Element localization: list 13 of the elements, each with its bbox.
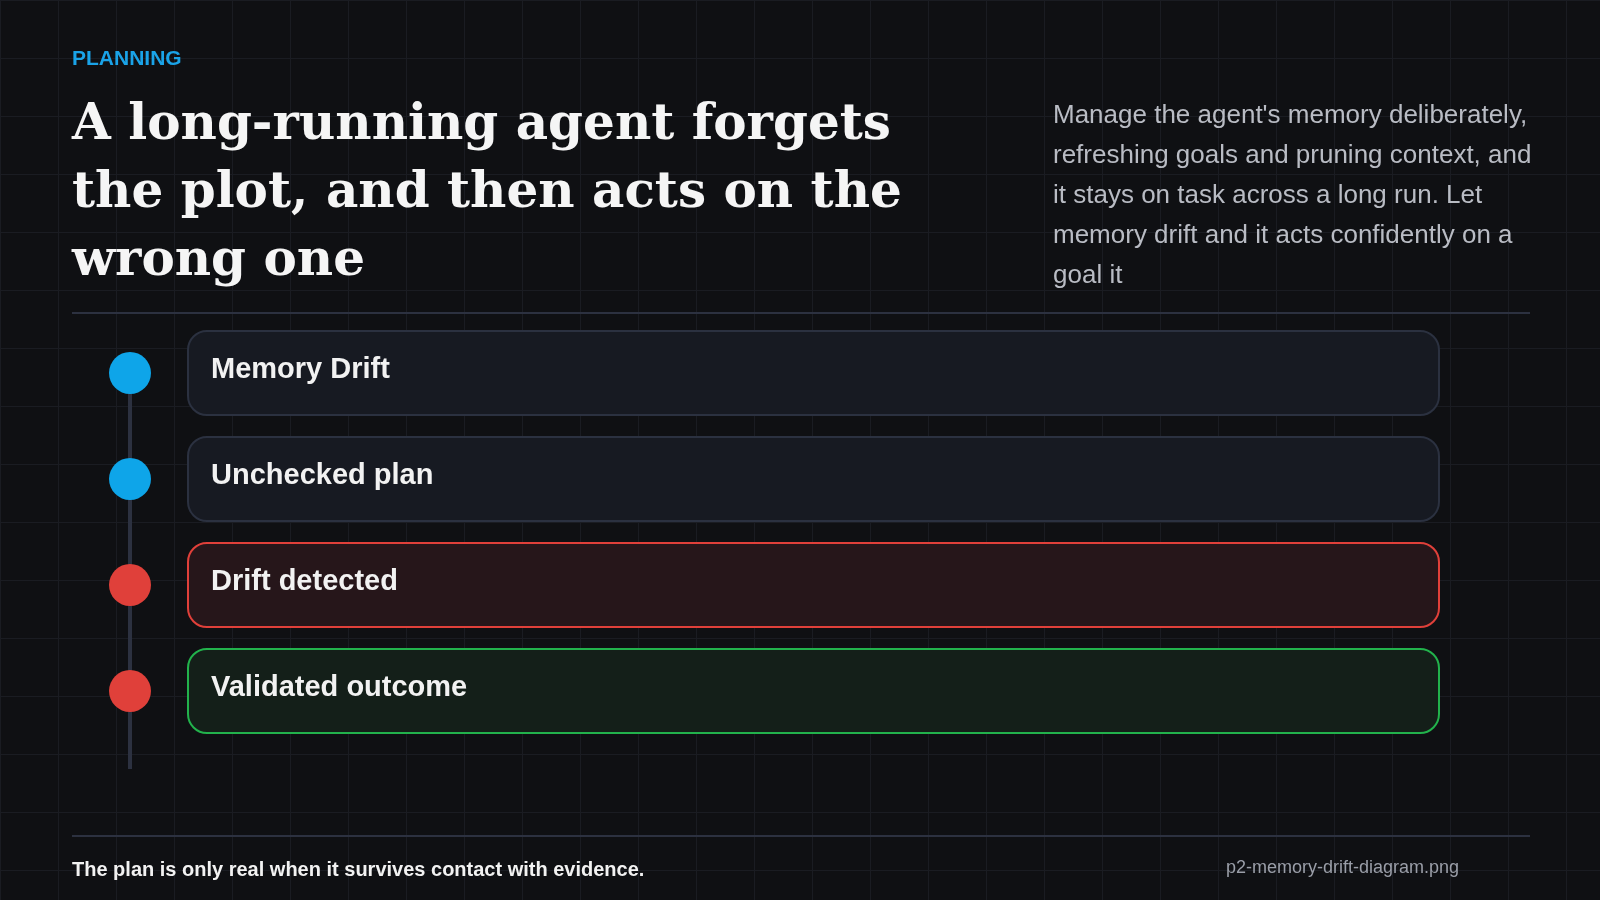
step-card: [187, 542, 1440, 628]
step-card: [187, 436, 1440, 522]
file-name: p2-memory-drift-diagram.png: [1226, 857, 1460, 878]
step-title: Memory Drift: [211, 352, 390, 385]
title-heading: A long-running agent forgets the plot, and then acts on the wrong one: [72, 91, 903, 289]
section-label: PLANNING: [72, 46, 182, 70]
step-title: Validated outcome: [211, 670, 468, 703]
caption-text: The plan is only real when it survives contact with evidence.: [72, 858, 645, 881]
step-title: Drift detected: [211, 564, 398, 597]
step-card: [187, 648, 1440, 734]
step-title: Unchecked plan: [211, 458, 434, 491]
step-card: [187, 330, 1440, 416]
description-text: Manage the agent's memory deliberately, refreshing goals and pruning context, and it stays on task across a long run. Let memory drift and it acts confidently on a goal it: [1053, 98, 1533, 291]
